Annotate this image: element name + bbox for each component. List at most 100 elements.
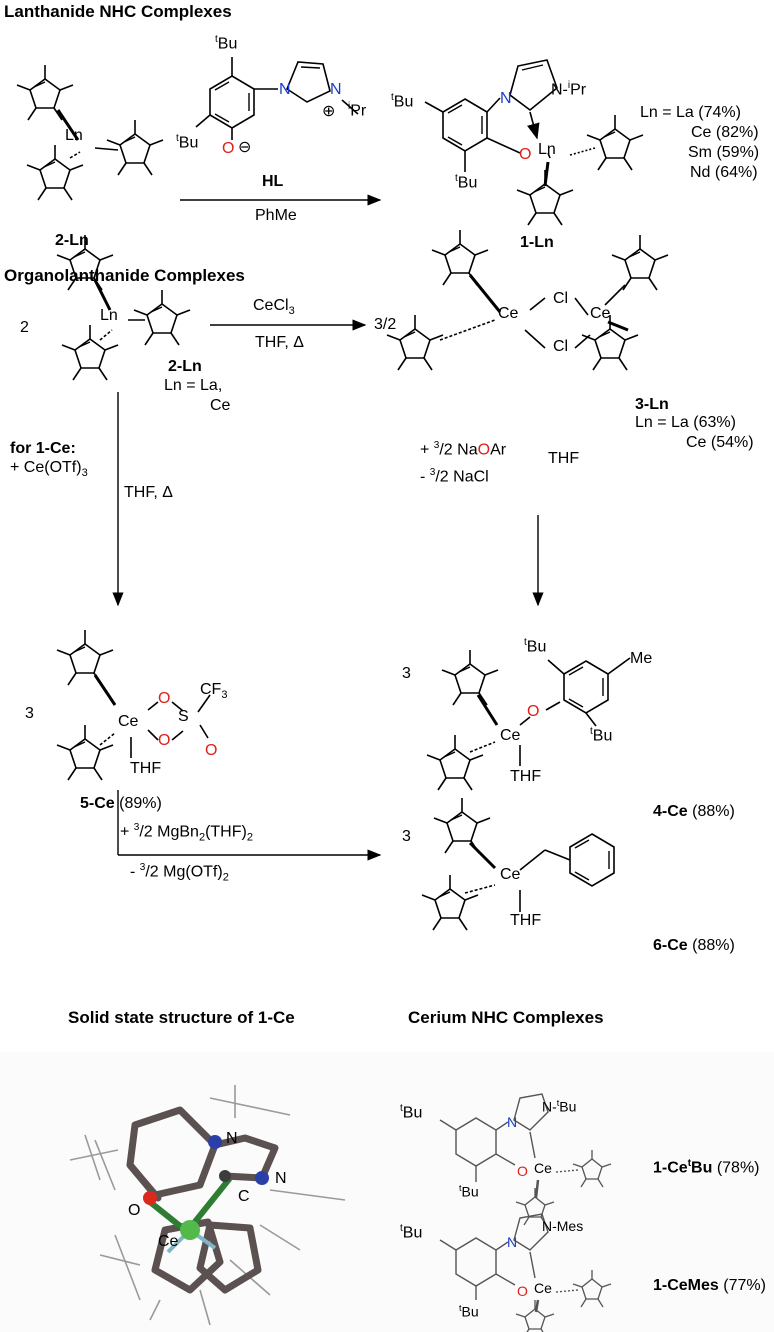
reagent-ceotf3: + Ce(OTf)3: [10, 459, 88, 480]
label-3ln-la: Ln = La (63%): [635, 414, 736, 431]
conditions-thf-delta-2: THF, Δ: [124, 484, 173, 501]
atom-tbu-cetbu-left: tBu: [400, 1103, 423, 1122]
atom-ntbu-cetbu: N-tBu: [542, 1098, 577, 1115]
atom-tbu-cetbu-bottom: tBu: [459, 1183, 479, 1200]
atom-ln-1ln: Ln: [538, 141, 556, 158]
atom-cf3-5ce: CF3: [200, 681, 228, 702]
atom-nipr-1ln: N-iPr: [551, 80, 587, 99]
product-5-ce-structure: [56, 629, 211, 781]
atom-n1-1ln: N: [500, 90, 512, 107]
label-1-ln: 1-Ln: [520, 234, 554, 251]
section-title-solid-state: Solid state structure of 1-Ce: [68, 1008, 295, 1027]
atom-cl-3ln-a: Cl: [553, 290, 569, 307]
atom-thf-4ce: THF: [510, 768, 542, 785]
atom-ce-5ce: Ce: [118, 713, 139, 730]
ln-yield-sm: Sm (59%): [688, 144, 760, 161]
section-title-lanthanide-nhc: Lanthanide NHC Complexes: [4, 2, 232, 21]
atom-o-cetbu: O: [517, 1163, 528, 1179]
byproduct-mgotf2: - 3/2 Mg(OTf)2: [130, 862, 229, 884]
atom-ce-3ln-b: Ce: [590, 305, 611, 322]
atom-o-1ln: O: [519, 146, 532, 163]
charge-plus: ⊕: [322, 103, 336, 120]
ligand-hl-structure: [195, 57, 359, 140]
atom-o-hl: O: [222, 140, 235, 157]
reagent-naoar: + 3/2 NaOAr: [420, 440, 507, 459]
product-3-ln-structure: [386, 229, 669, 371]
label-2ln-ln-la: Ln = La,: [164, 377, 223, 394]
reagent-cecl3: CeCl3: [253, 297, 295, 318]
atom-tbu-cemes-left: tBu: [400, 1223, 423, 1242]
label-2ln-ce: Ce: [210, 397, 231, 414]
label-2-ln: 2-Ln: [55, 232, 89, 249]
label-2-ln-b: 2-Ln: [168, 358, 202, 375]
product-1-ln-structure: [424, 59, 644, 226]
atom-ce-cemes: Ce: [534, 1280, 552, 1296]
atom-n-cetbu: N: [507, 1114, 518, 1130]
atom-o-5ce-right: O: [205, 742, 218, 759]
atom-me-4ce: Me: [630, 650, 653, 667]
atom-thf-6ce: THF: [510, 912, 542, 929]
xray-structure-1-ce: [69, 1085, 346, 1326]
reactant-2-ln-b-structure: [56, 234, 191, 381]
atom-o-5ce-bottom: O: [158, 732, 171, 749]
charge-minus: ⊖: [238, 139, 252, 156]
conditions-thf-delta: THF, Δ: [255, 334, 304, 351]
atom-o-4ce: O: [527, 703, 540, 720]
atom-ln-2ln-b: Ln: [100, 307, 118, 324]
coef-5-ce: 3: [25, 705, 34, 722]
coef-4-ce: 3: [402, 665, 411, 682]
atom-tbu-1ln-bottom: tBu: [455, 173, 478, 192]
atom-cl-3ln-b: Cl: [553, 338, 569, 355]
atom-tbu-1ln-left: tBu: [391, 92, 414, 111]
complex-1-cetbu-structure: [439, 1093, 612, 1226]
label-3ln-ce: Ce (54%): [686, 434, 754, 451]
label-1-cemes: 1-CeMes (77%): [653, 1277, 766, 1294]
xray-label-c: C: [238, 1188, 250, 1205]
atom-ce-4ce: Ce: [500, 727, 521, 744]
label-4-ce: 4-Ce (88%): [653, 803, 735, 820]
label-6-ce: 6-Ce (88%): [653, 937, 735, 954]
atom-ce-cetbu: Ce: [534, 1160, 552, 1176]
byproduct-nacl: - 3/2 NaCl: [420, 467, 489, 486]
atom-s-5ce: S: [178, 708, 189, 725]
xray-label-ce: Ce: [158, 1233, 179, 1250]
atom-ln-2: Ln: [65, 127, 83, 144]
label-5-ce: 5-Ce (89%): [80, 795, 162, 812]
atom-n1-hl: N: [279, 81, 291, 98]
atom-tbu-cemes-bottom: tBu: [459, 1303, 479, 1320]
xray-label-o: O: [128, 1202, 141, 1219]
atom-n2-hl: N: [330, 81, 342, 98]
ln-yield-la: Ln = La (74%): [640, 104, 741, 121]
atom-o-5ce-top: O: [158, 690, 171, 707]
solvent-thf: THF: [548, 450, 580, 467]
product-4-ce-structure: [426, 649, 631, 791]
xray-label-n2: N: [275, 1170, 287, 1187]
reagent-mgbn2: + 3/2 MgBn2(THF)2: [120, 822, 253, 844]
coef-6-ce: 3: [402, 828, 411, 845]
atom-tbu-4ce-bottom: tBu: [590, 726, 613, 745]
bottom-panel-background: [0, 1052, 774, 1332]
label-3-ln: 3-Ln: [635, 396, 669, 413]
atom-nmes-cemes: N-Mes: [542, 1218, 584, 1234]
atom-ipr-hl: iPr: [348, 101, 367, 120]
xray-label-n1: N: [226, 1130, 238, 1147]
coef-3-2: 3/2: [374, 316, 397, 333]
section-title-cerium-nhc: Cerium NHC Complexes: [408, 1008, 604, 1027]
atom-ce-6ce: Ce: [500, 866, 521, 883]
atom-ce-3ln-a: Ce: [498, 305, 519, 322]
label-for-1-ce: for 1-Ce:: [10, 440, 76, 457]
reagent-hl: HL: [262, 173, 284, 190]
ln-yield-ce: Ce (82%): [691, 124, 759, 141]
reactant-2-ln-structure: [16, 64, 164, 201]
atom-thf-5ce: THF: [130, 760, 162, 777]
ln-yield-nd: Nd (64%): [690, 164, 758, 181]
section-title-organolanthanide: Organolanthanide Complexes: [4, 266, 245, 285]
product-6-ce-structure: [421, 797, 615, 931]
coef-2: 2: [20, 319, 29, 336]
solvent-phme: PhMe: [255, 207, 297, 224]
atom-tbu-hl-left: tBu: [176, 133, 199, 152]
atom-tbu-hl-top: tBu: [215, 34, 238, 53]
label-1-cetbu: 1-CetBu (78%): [653, 1158, 760, 1177]
